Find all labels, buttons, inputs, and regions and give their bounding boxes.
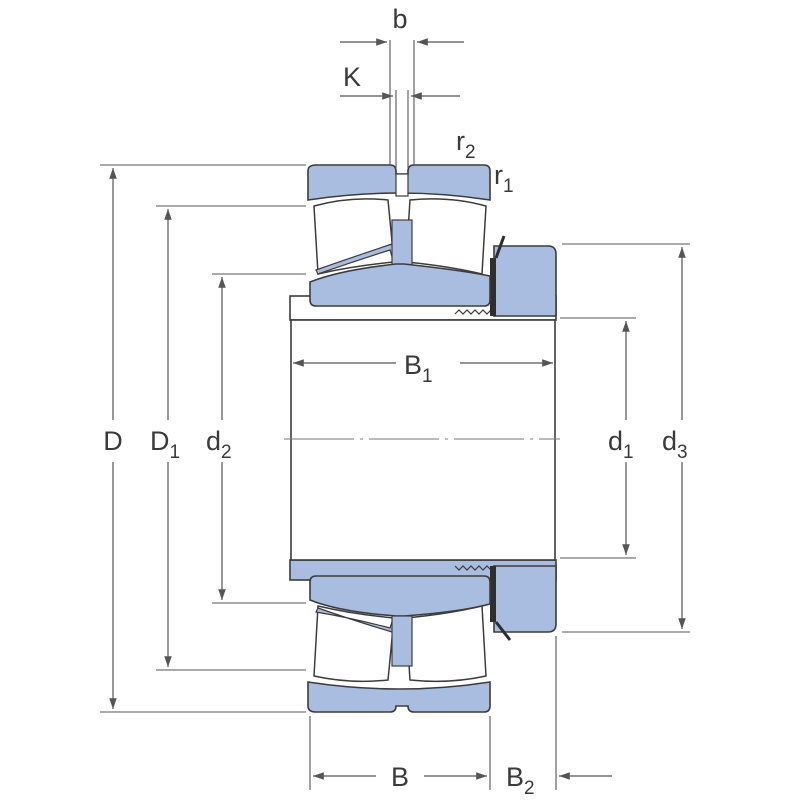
label-d1: d1 [608,426,634,463]
guide-ring-top [391,219,413,267]
label-B1: B1 [404,350,433,387]
label-r2: r2 [456,126,476,163]
label-K: K [343,62,361,92]
inner-ring-top [309,263,491,307]
extension-lines [100,40,690,790]
label-B: B [391,762,409,792]
lock-nut [490,235,557,641]
lock-washer-bottom [490,566,496,622]
inner-ring-bottom [309,575,491,617]
dimension-lines [109,38,686,780]
roller-top-right [405,198,487,275]
guide-ring-bottom [391,615,413,667]
lock-tab-top [494,235,506,259]
sleeve-bore [290,319,556,561]
label-r1: r1 [494,160,514,197]
roller-bottom-left [313,605,395,683]
roller-bottom-right [405,605,487,683]
label-b: b [392,4,407,34]
lock-nut-top [493,245,557,317]
sleeve [289,295,557,581]
label-d3: d3 [662,426,688,463]
labels: b K r2 r1 D D1 d2 B1 d1 d3 B B2 [103,4,687,799]
label-B2: B2 [506,762,535,799]
label-D1: D1 [150,426,180,463]
lube-hole-top [395,173,409,197]
roller-top-left [313,198,395,275]
lock-tab-bottom [494,621,512,641]
label-D: D [103,426,123,456]
lock-washer-top [490,258,496,316]
lock-nut-bottom [493,565,557,633]
bearing-bottom [307,575,491,713]
outer-ring-bottom [307,681,491,713]
label-d2: d2 [206,426,232,463]
bearing-top [307,164,491,307]
